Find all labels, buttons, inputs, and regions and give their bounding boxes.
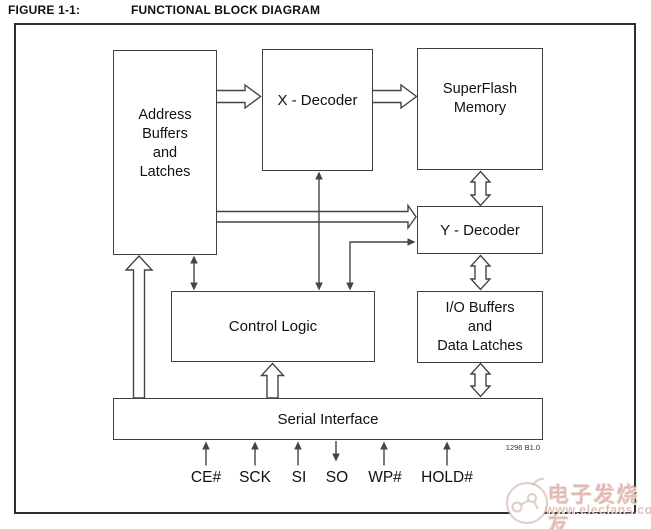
block-control-logic: Control Logic <box>171 291 375 362</box>
pin-label-wp: WP# <box>368 469 402 486</box>
block-y-decoder-label: Y - Decoder <box>440 221 520 239</box>
block-y-decoder: Y - Decoder <box>417 206 543 254</box>
block-serial-interface-label: Serial Interface <box>277 410 379 428</box>
block-address-buffers: Address Buffers and Latches <box>113 50 217 255</box>
figure-label: FIGURE 1-1: <box>8 3 81 17</box>
pin-label-so: SO <box>325 469 349 486</box>
figure-title: FUNCTIONAL BLOCK DIAGRAM <box>131 3 321 17</box>
revision-note: 1296 B1.0 <box>505 443 540 452</box>
pin-label-sck: SCK <box>239 469 271 486</box>
pin-label-ce: CE# <box>190 469 222 486</box>
block-x-decoder-label: X - Decoder <box>277 91 358 109</box>
block-io-buffers: I/O Buffers and Data Latches <box>417 291 543 363</box>
figure-border <box>14 23 636 514</box>
pin-label-hold: HOLD# <box>421 469 473 486</box>
block-control-logic-label: Control Logic <box>228 318 318 335</box>
block-superflash-memory: SuperFlash Memory <box>417 48 543 170</box>
block-serial-interface: Serial Interface <box>113 398 543 440</box>
block-address-buffers-label: Address Buffers and Latches <box>138 106 192 180</box>
block-io-buffers-label: I/O Buffers and Data Latches <box>437 299 523 354</box>
pin-label-si: SI <box>291 469 307 486</box>
block-superflash-memory-label: SuperFlash Memory <box>442 81 518 116</box>
block-x-decoder: X - Decoder <box>262 49 373 171</box>
